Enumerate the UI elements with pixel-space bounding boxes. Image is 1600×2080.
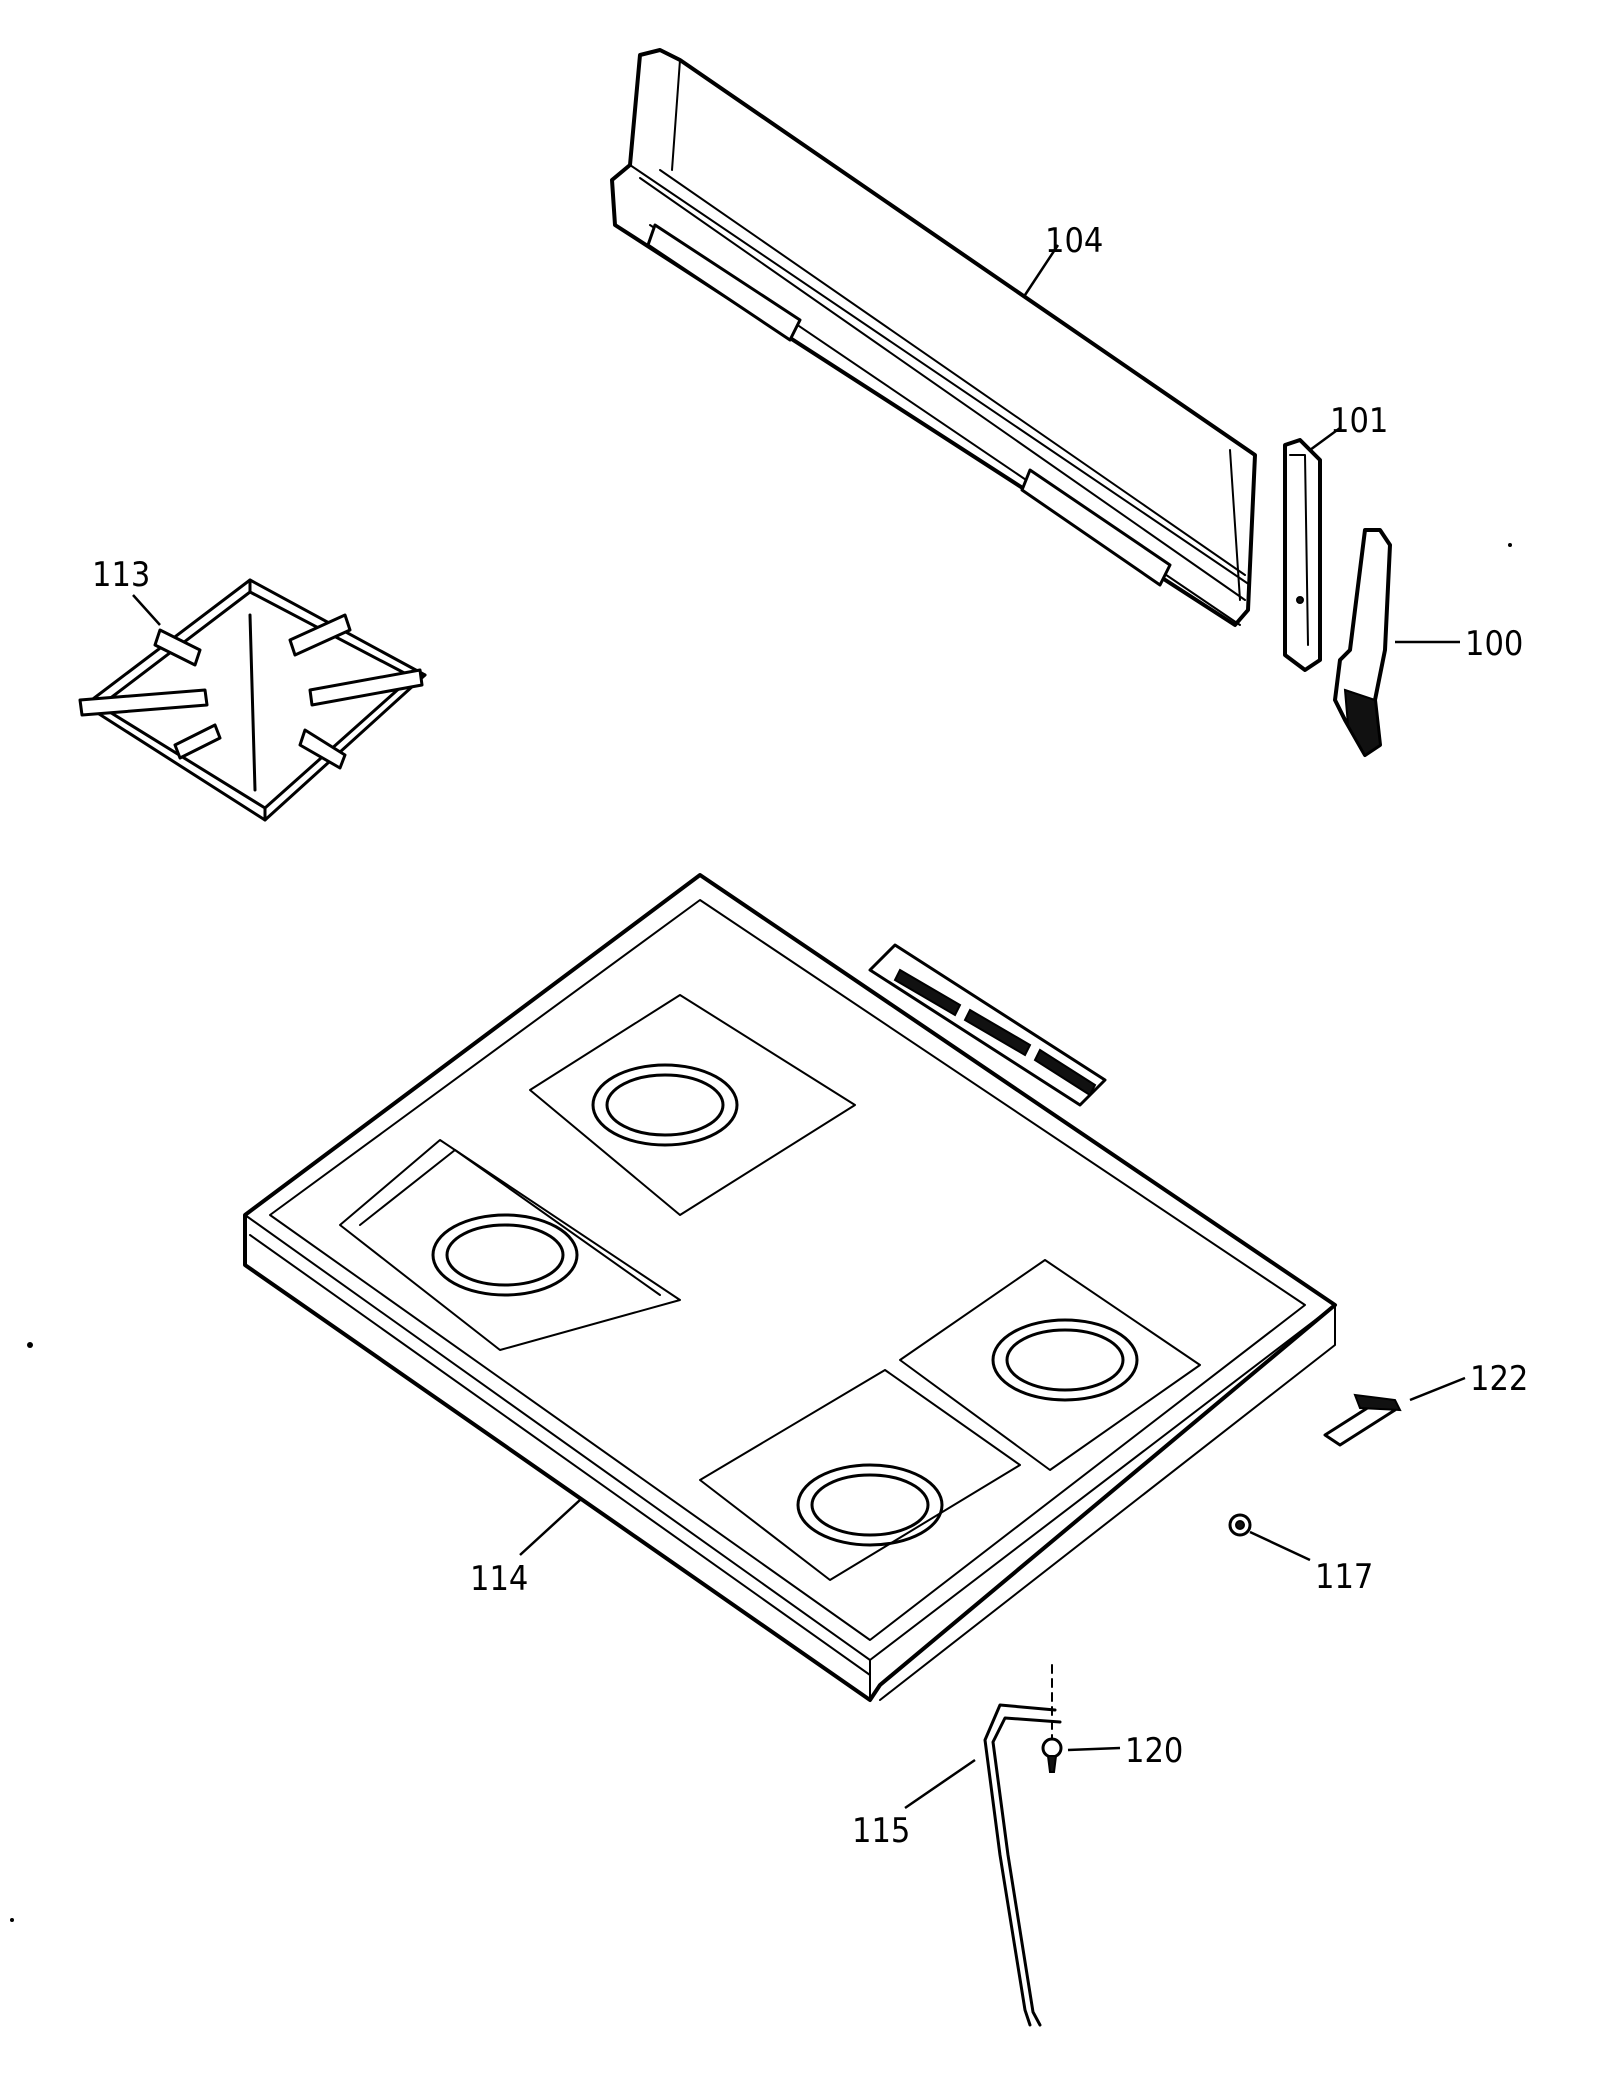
part-117-nut xyxy=(1228,1513,1252,1537)
callout-120: 120 xyxy=(1125,1731,1183,1771)
leader-115 xyxy=(904,1758,976,1810)
callout-114: 114 xyxy=(470,1559,528,1599)
part-101-side-trim xyxy=(1283,438,1322,672)
callout-104: 104 xyxy=(1045,221,1103,261)
callout-122: 122 xyxy=(1470,1359,1528,1399)
callout-100: 100 xyxy=(1465,624,1523,664)
callout-115: 115 xyxy=(852,1811,910,1851)
callout-113: 113 xyxy=(92,555,150,595)
leader-122 xyxy=(1409,1376,1466,1402)
part-100-end-cap xyxy=(1333,528,1392,757)
leader-117 xyxy=(1249,1530,1311,1562)
part-114-cooktop xyxy=(243,873,1337,1702)
stray-dot xyxy=(1508,543,1512,547)
callout-117: 117 xyxy=(1315,1557,1373,1597)
callout-101: 101 xyxy=(1330,401,1388,441)
callout-labels: 104 101 100 113 114 122 117 120 115 xyxy=(92,221,1528,1851)
part-122-bracket xyxy=(1323,1393,1402,1447)
part-104-backguard xyxy=(610,48,1257,627)
stray-dot xyxy=(10,1918,14,1922)
leader-104 xyxy=(1023,244,1060,296)
leader-101 xyxy=(1309,426,1341,452)
part-115-support-rod xyxy=(983,1703,1062,2027)
leader-120 xyxy=(1067,1746,1121,1752)
part-120-screw xyxy=(1041,1664,1063,1776)
leader-lines xyxy=(132,244,1466,1810)
part-113-burner-grate xyxy=(78,578,427,822)
leader-114 xyxy=(519,1499,581,1556)
stray-dot xyxy=(27,1342,33,1348)
leader-113 xyxy=(132,594,161,626)
